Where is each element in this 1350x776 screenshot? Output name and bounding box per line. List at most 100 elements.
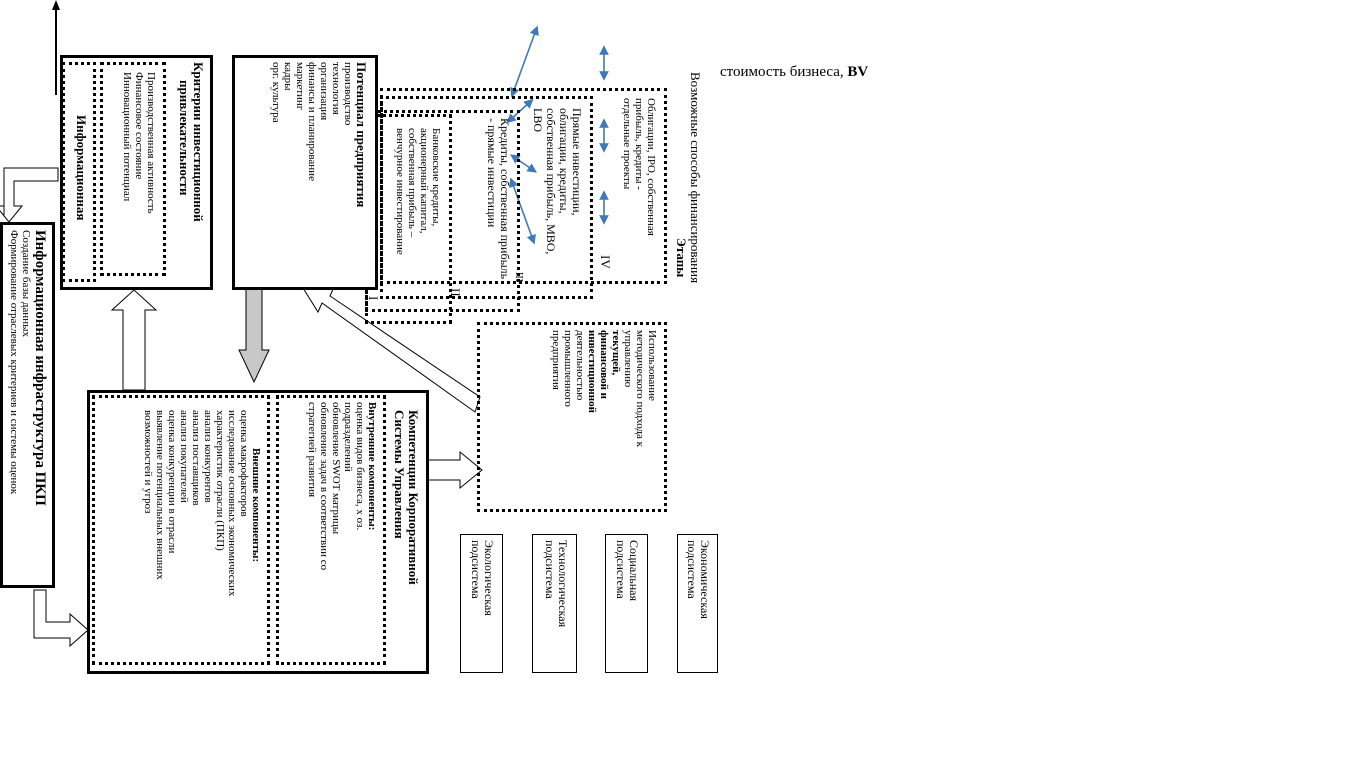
internal-box — [276, 395, 386, 665]
infra-line: Создание базы данных — [20, 230, 32, 337]
method-line: деятельностью — [574, 330, 586, 401]
subsystem-ecology — [460, 534, 503, 673]
blue-arrow-5 — [506, 98, 534, 124]
internal-item: стратегией развития — [306, 402, 318, 498]
infra-box — [0, 222, 55, 588]
criteria-inner-box — [100, 62, 166, 276]
corporate-title-line1: Компетенции Корпоративной — [406, 410, 421, 585]
criteria-items: Производственная активность Финансовое с… — [121, 72, 157, 214]
hollow-arrow-corp-to-method — [427, 450, 483, 490]
external-text: Внешние компоненты: оценка макрофакторов… — [142, 410, 262, 596]
stage-iii-box — [380, 96, 593, 299]
corporate-title: Компетенции Корпоративной Системы Управл… — [392, 400, 421, 585]
external-item: характеристик отрасли (ПКП) — [214, 410, 226, 551]
gray-arrow-potential-to-corp — [238, 274, 270, 384]
criteria-title-line2: привлекательности — [177, 80, 192, 196]
internal-item: подразделений — [342, 402, 354, 472]
bv-axis-arrowhead — [52, 0, 60, 10]
potential-item: маркетинг — [294, 62, 306, 111]
subsystem-label: Социальная подсистема — [614, 540, 641, 602]
stages-label: Этапы — [674, 238, 689, 278]
stage-ii-line: - прямые инвестиции — [485, 118, 499, 228]
method-line: промышленного — [562, 330, 574, 407]
stage-iii-line: облигации, кредиты, — [557, 108, 571, 214]
transparency-title: Информационная — [74, 115, 89, 221]
internal-item: обновление задач в соответствии со — [318, 402, 330, 571]
external-item: анализ конкурентов — [202, 410, 214, 503]
stage-iv-line: прибыль, кредиты - — [633, 98, 645, 190]
external-item: возможностей и угроз — [142, 410, 154, 514]
potential-item: орг. культура — [270, 62, 282, 123]
infra-text: Информационная инфраструктура ПКП Создан… — [8, 230, 48, 506]
criteria-item: Инновационный потенциал — [121, 72, 133, 202]
value-label-prefix: стоимость бизнеса, — [720, 64, 848, 80]
transparency-box — [62, 62, 96, 282]
method-bold-line: финансовой и — [598, 330, 610, 400]
method-bold-line: инвестиционной — [586, 330, 598, 413]
stage-iii-roman: III — [513, 272, 524, 282]
external-box — [92, 395, 270, 665]
subsystem-label: Технологическая подсистема — [543, 540, 570, 628]
criteria-item: Производственная активность — [145, 72, 157, 214]
method-line: Использование — [646, 330, 658, 401]
subsystem-technology-label: Технологическая подсистема — [543, 540, 570, 652]
stage-ii-roman: II — [448, 288, 463, 297]
internal-text: Внутренние компоненты: оценка видов бизн… — [306, 402, 378, 570]
subsystem-label: Экологическая подсистема — [469, 540, 496, 616]
ways-title: Возможные способы финансирования — [688, 72, 703, 284]
external-item: анализ поставщиков — [190, 410, 202, 506]
stage-iv-line: Облигации, IPO, собственная — [645, 98, 657, 236]
stage-i-roman: I — [366, 296, 381, 301]
potential-box — [232, 55, 378, 290]
stage-iii-text: Прямые инвестиции, облигации, кредиты, с… — [531, 108, 584, 255]
external-item: исследование основных экономических — [226, 410, 238, 597]
hollow-arrow-corp-to-criteria — [110, 289, 158, 391]
stage-i-text: Банковские кредиты, акционерный капитал,… — [394, 128, 442, 255]
value-label-bold: BV — [847, 64, 869, 80]
stage-i-line: акционерный капитал, — [418, 128, 430, 234]
potential-item: производство — [342, 62, 354, 126]
subsystem-technology — [532, 534, 577, 673]
internal-item: обновление SWOT матрицы — [330, 402, 342, 535]
method-box — [477, 322, 667, 512]
external-item: выявление потенциальных внешних — [154, 410, 166, 580]
potential-text: Потенциал предприятия производство техно… — [270, 62, 369, 207]
transparency-label: Информационная — [74, 115, 89, 221]
stage-i-line: собственная прибыль – — [406, 128, 418, 238]
criteria-title: Критерии инвестиционной привлекательност… — [177, 62, 206, 222]
criteria-box — [60, 55, 213, 290]
potential-item: кадры — [282, 62, 294, 91]
stage-iii-line: собственная прибыль, MBO, — [544, 108, 558, 255]
infra-title: Информационная инфраструктура ПКП — [32, 230, 48, 506]
blue-arrow-1 — [510, 25, 539, 98]
infra-line: Формирование отраслевых критериев и сист… — [8, 230, 20, 495]
stage-ii-text: Кредиты, собственная прибыль - прямые ин… — [485, 118, 512, 279]
external-title: Внешние компоненты: — [250, 448, 262, 563]
potential-item: технология — [330, 62, 342, 115]
stage-i-line: венчурное инвестирование — [394, 128, 406, 255]
subsystem-label: Экономическая подсистема — [685, 540, 712, 619]
method-line: методического подхода к — [634, 330, 646, 448]
subsystem-ecology-label: Экологическая подсистема — [469, 540, 496, 650]
hollow-arrow-infra-to-criteria — [0, 167, 59, 223]
subsystem-economic-label: Экономическая подсистема — [685, 540, 712, 640]
internal-title: Внутренние компоненты: — [366, 402, 378, 531]
method-line: предприятия — [550, 330, 562, 390]
subsystem-economic — [677, 534, 718, 673]
stage-iii-line: Прямые инвестиции, — [570, 108, 584, 216]
hollow-arrow-method-to-potential — [296, 279, 481, 413]
potential-item: финансы и планирование — [306, 62, 318, 181]
subsystem-social — [605, 534, 648, 673]
internal-item: оценка видов бизнеса, х оз. — [354, 402, 366, 531]
blue-arrow-7 — [509, 177, 536, 245]
hollow-arrow-infra-to-corp — [33, 589, 89, 648]
value-label: стоимость бизнеса, BV — [720, 64, 868, 81]
corporate-box — [87, 390, 429, 674]
external-item: оценка макрофакторов — [238, 410, 250, 517]
method-line: управлению — [622, 330, 634, 388]
method-text: Использование методического подхода к уп… — [550, 330, 658, 447]
criteria-title-line1: Критерии инвестиционной — [191, 62, 206, 222]
corporate-title-line2: Системы Управления — [392, 410, 407, 539]
stage-iv-text: Облигации, IPO, собственная прибыль, кре… — [621, 98, 657, 236]
potential-item: организация — [318, 62, 330, 121]
